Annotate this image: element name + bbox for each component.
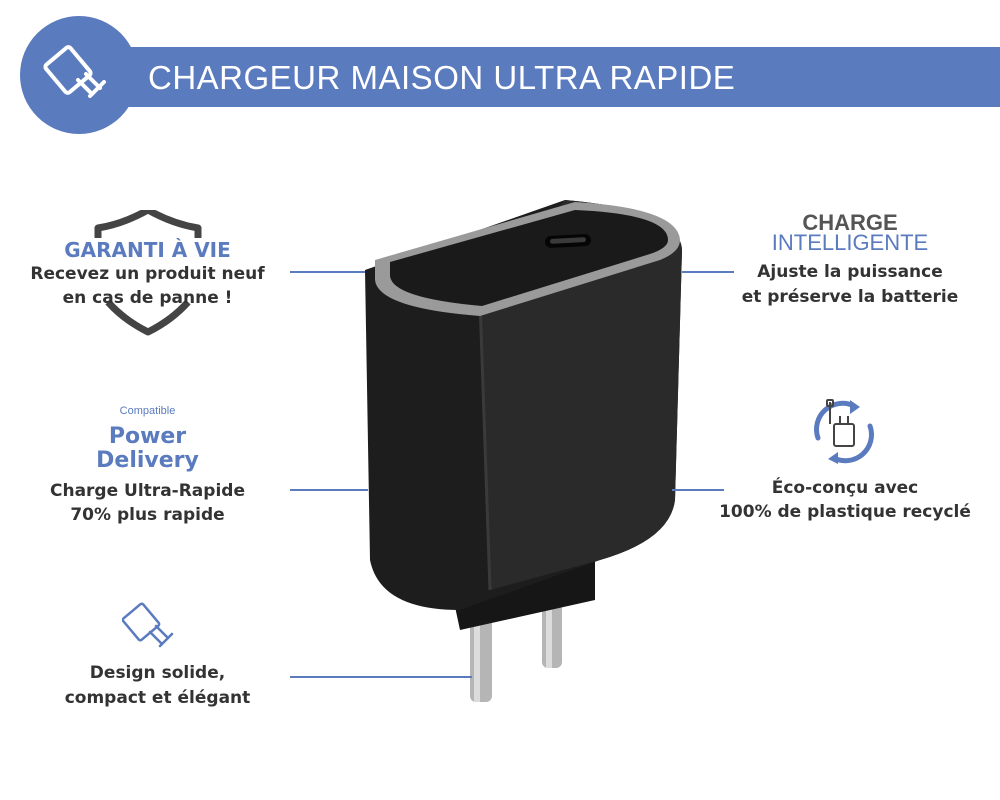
plug-pins [470, 590, 562, 702]
recycle-charger-icon [814, 399, 874, 464]
power-delivery-line-2: 70% plus rapide [70, 505, 225, 525]
feature-power-delivery: Compatible Power Delivery Charge Ultra-R… [20, 405, 275, 535]
warranty-line-1: Recevez un produit neuf [30, 264, 265, 284]
leader-line-smart [682, 271, 734, 273]
page-title: CHARGEUR MAISON ULTRA RAPIDE [148, 59, 736, 96]
charger-outline-icon [122, 602, 174, 648]
warranty-title: GARANTI À VIE [64, 238, 231, 262]
smart-line-1: Ajuste la puissance [757, 262, 943, 282]
feature-design: Design solide, compact et élégant [30, 598, 285, 718]
charger-product-image [365, 200, 682, 702]
warranty-line-2: en cas de panne ! [62, 288, 233, 308]
leader-line-design [290, 676, 472, 678]
feature-smart-charge: CHARGE INTELLIGENTE Ajuste la puissance … [715, 210, 985, 310]
leader-line-power-delivery [290, 489, 368, 491]
smart-line-2: et préserve la batterie [741, 287, 959, 307]
eco-line-2: 100% de plastique recyclé [719, 502, 971, 522]
power-delivery-line-1: Charge Ultra-Rapide [50, 481, 245, 501]
header-icon-badge [20, 16, 138, 134]
smart-title-line-1: CHARGE [802, 210, 898, 235]
smart-title-line-2: INTELLIGENTE [771, 230, 929, 255]
leader-line-warranty [290, 271, 365, 273]
design-line-2: compact et élégant [64, 688, 251, 708]
charger-plug-icon [43, 45, 106, 98]
feature-warranty: GARANTI À VIE Recevez un produit neuf en… [20, 210, 275, 340]
shield-icon [94, 210, 202, 336]
power-delivery-title-line-1: Power [108, 424, 187, 449]
feature-eco-design: Éco-conçu avec 100% de plastique recyclé [700, 398, 990, 528]
power-delivery-compatible-label: Compatible [119, 405, 176, 417]
power-delivery-title-line-2: Delivery [96, 448, 199, 473]
design-line-1: Design solide, [89, 663, 226, 683]
eco-line-1: Éco-conçu avec [771, 478, 919, 498]
leader-line-eco [672, 489, 724, 491]
header-banner [40, 47, 1000, 107]
